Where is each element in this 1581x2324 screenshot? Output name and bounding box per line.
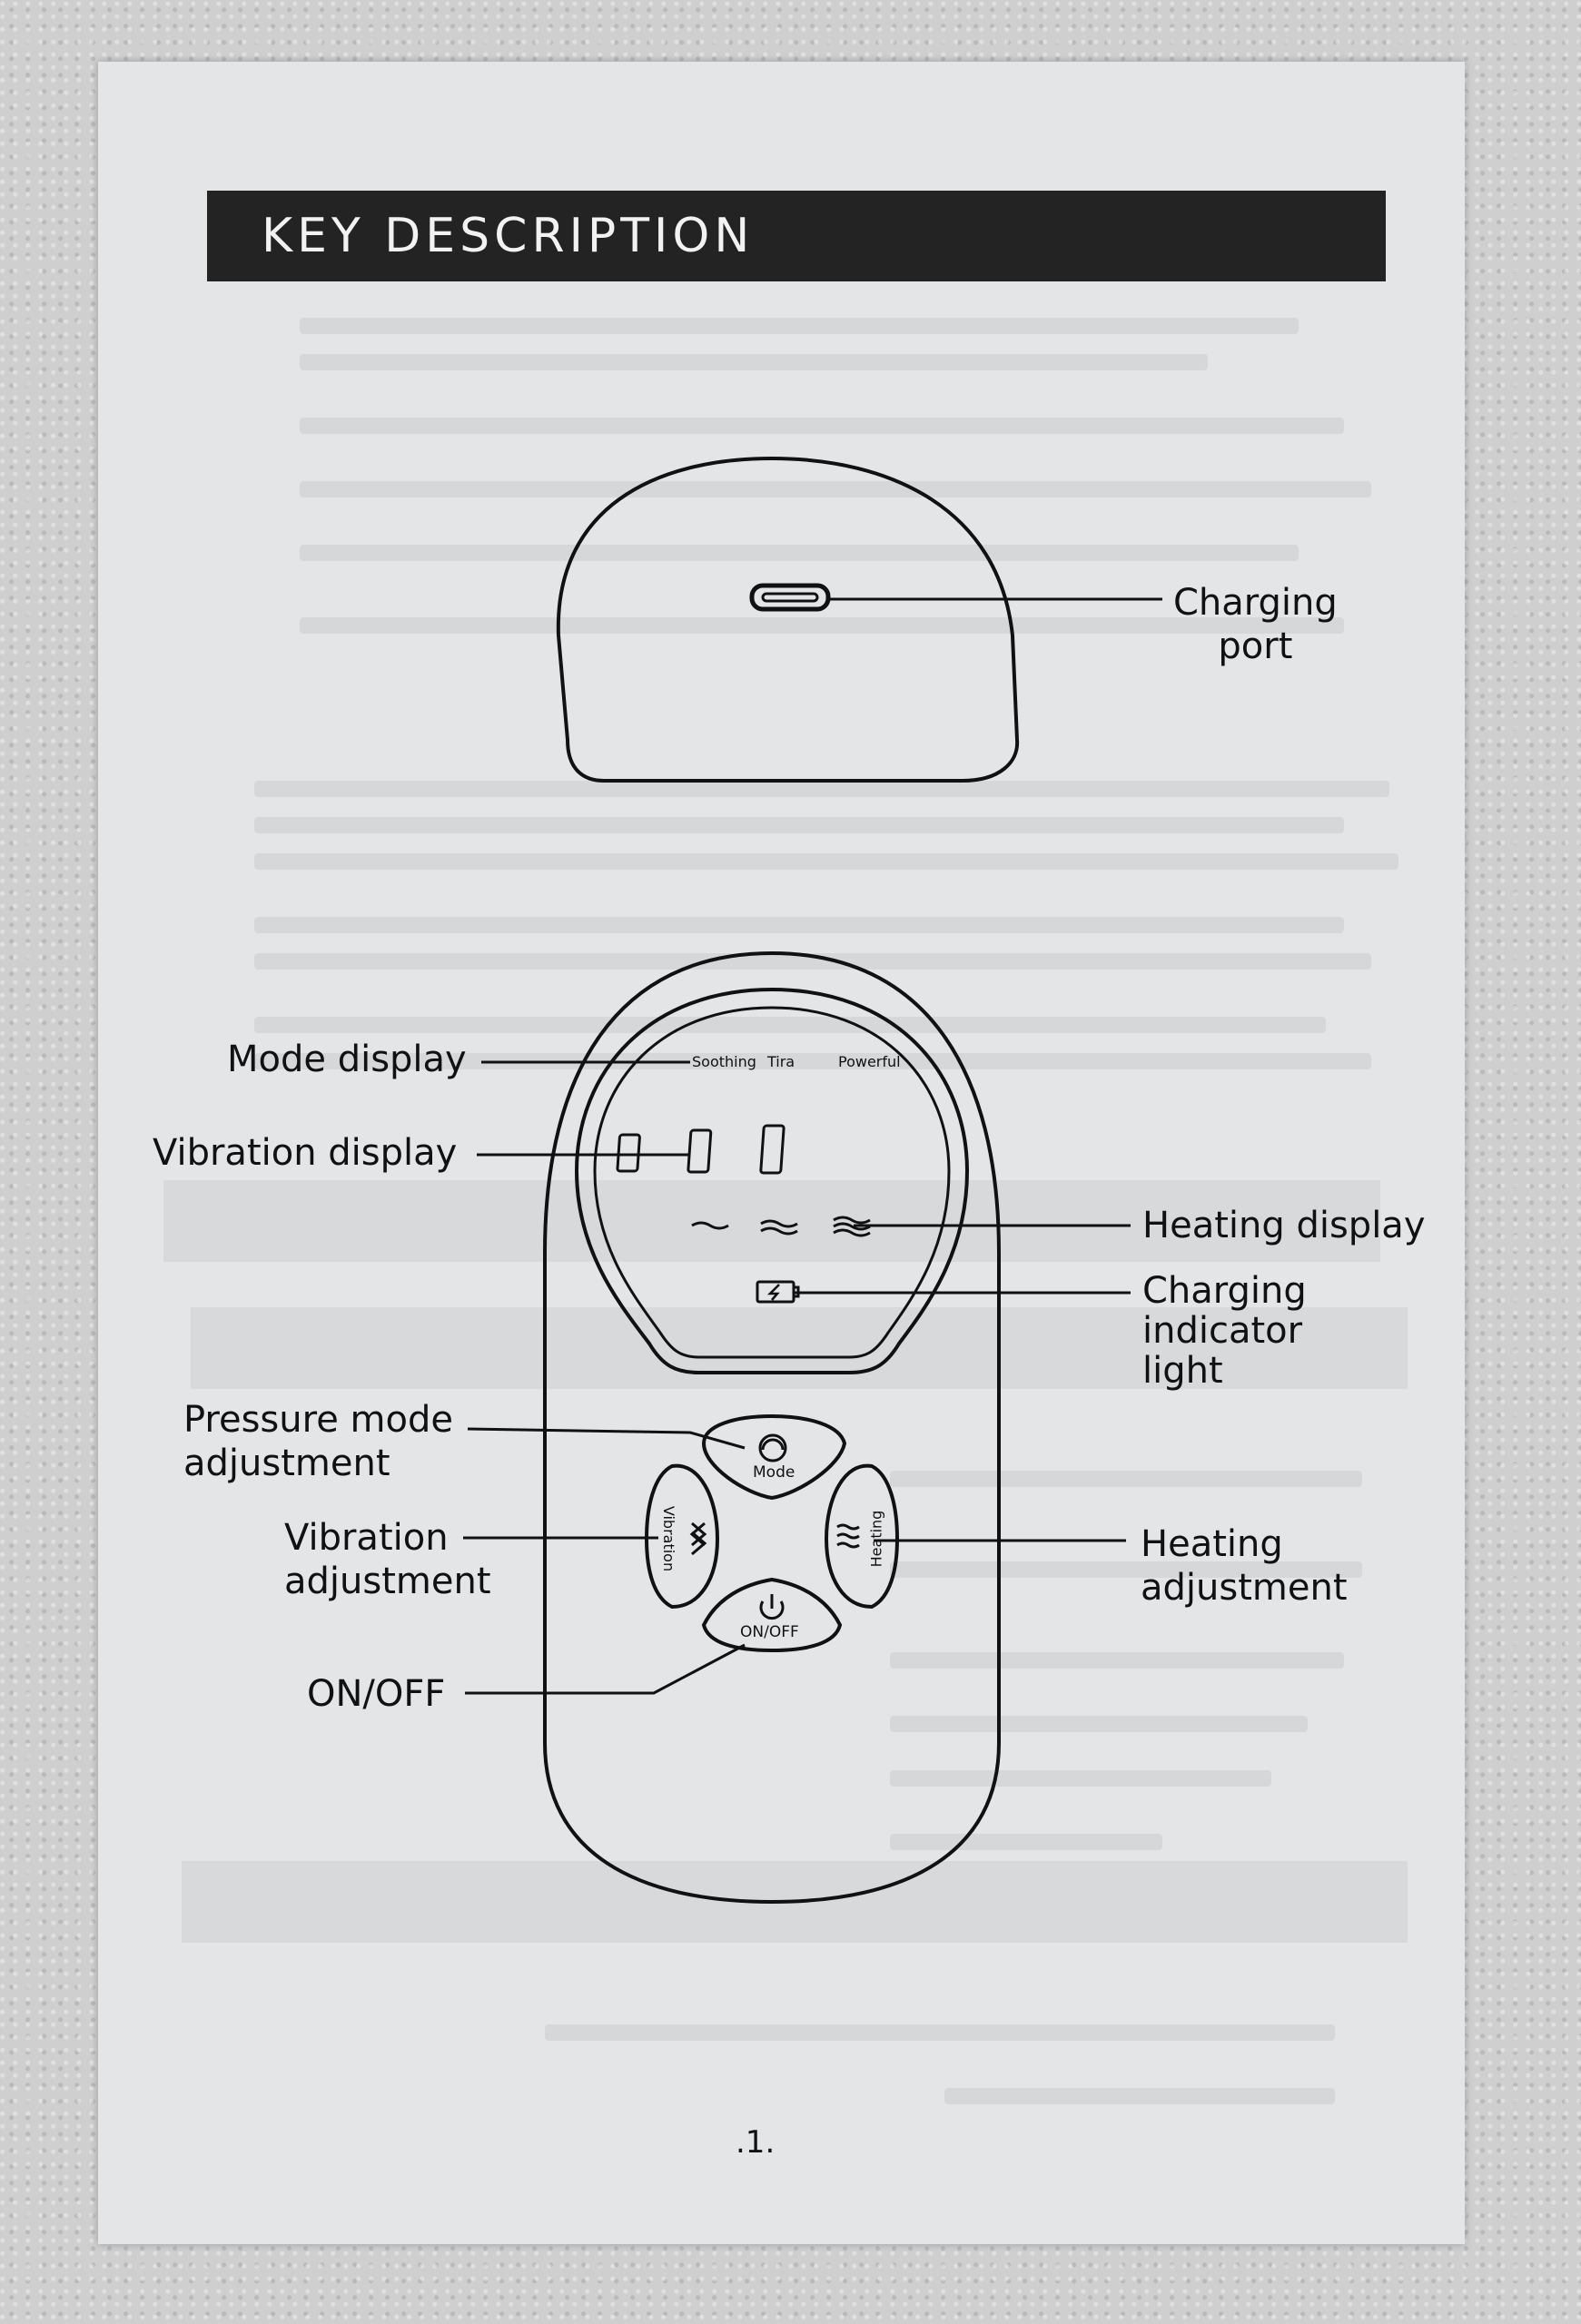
heating-button-shape: [824, 1463, 900, 1610]
mode-button-shape: [701, 1413, 847, 1501]
label-mode-display: Mode display: [227, 1039, 467, 1080]
screen-mode-tira: Tira: [767, 1053, 795, 1070]
vibration-button-shape: [644, 1463, 720, 1610]
label-charging-indicator: Charging indicator light: [1142, 1270, 1307, 1392]
usb-port-icon: [749, 583, 831, 612]
onoff-leader: [465, 1643, 746, 1695]
screen-outline-outer: [574, 987, 970, 1374]
label-heating-display: Heating display: [1142, 1205, 1426, 1246]
section-header-bar: KEY DESCRIPTION: [207, 191, 1386, 281]
screen-outline-inner: [593, 1006, 951, 1359]
section-title: KEY DESCRIPTION: [262, 209, 755, 263]
vibration-button-label: Vibration: [660, 1505, 678, 1572]
power-icon: [759, 1594, 785, 1620]
device-top-outline: [556, 456, 1020, 783]
vibration-level-bars: [616, 1124, 786, 1175]
screen-mode-soothing: Soothing: [692, 1053, 756, 1070]
label-pressure-mode: Pressure mode adjustment: [183, 1399, 453, 1484]
vibration-icon: [689, 1521, 707, 1556]
mode-icon: [758, 1433, 787, 1462]
page-number: .1.: [736, 2124, 776, 2161]
label-vibration-adjustment: Vibration adjustment: [284, 1517, 491, 1602]
battery-indicator-icon: [756, 1280, 800, 1304]
heating-icon: [836, 1523, 860, 1549]
label-heating-adjustment: Heating adjustment: [1141, 1523, 1348, 1609]
remote-body-outline: [543, 950, 1001, 1905]
label-charging-port: Charging port: [1173, 582, 1338, 667]
onoff-button-label: ON/OFF: [740, 1623, 799, 1641]
pressure-mode-leader: [467, 1427, 746, 1450]
label-vibration-display: Vibration display: [153, 1132, 458, 1174]
heating-button-label: Heating: [867, 1510, 885, 1568]
heating-level-waves: [691, 1216, 871, 1237]
mode-button-label: Mode: [753, 1463, 795, 1482]
screen-mode-powerful: Powerful: [838, 1053, 901, 1070]
label-on-off: ON/OFF: [307, 1673, 446, 1715]
onoff-button-shape: [701, 1577, 843, 1653]
